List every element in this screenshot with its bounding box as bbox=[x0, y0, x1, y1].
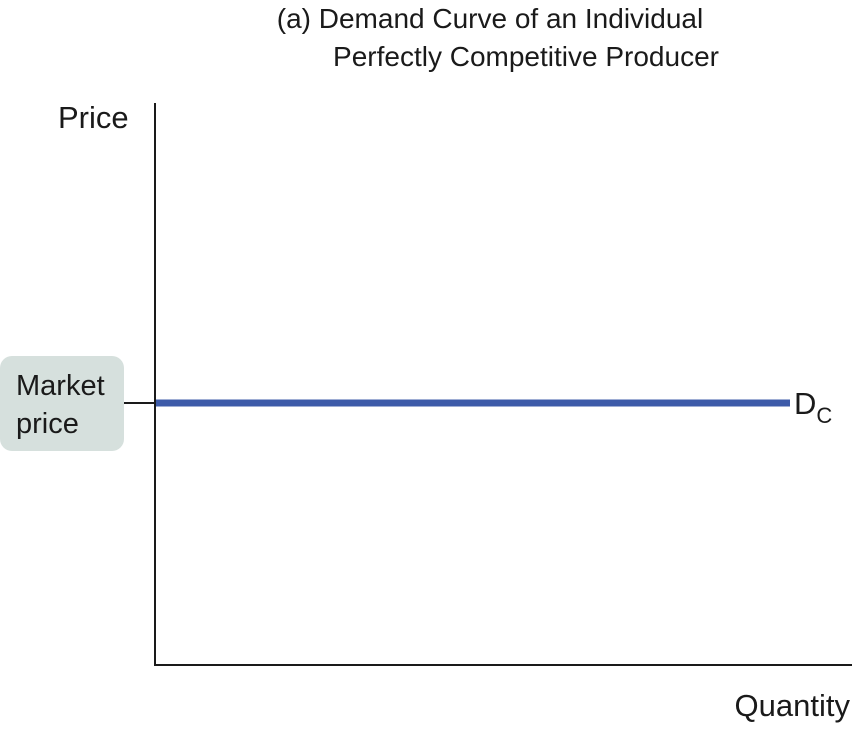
market-price-tick-label-line-2: price bbox=[16, 408, 79, 440]
x-axis-label: Quantity bbox=[735, 688, 851, 723]
demand-curve-label-main: D bbox=[794, 386, 816, 421]
y-axis-label: Price bbox=[58, 100, 129, 135]
demand-curve-label-sub: C bbox=[816, 403, 832, 428]
chart-title-line-1: (a) Demand Curve of an Individual bbox=[277, 3, 703, 34]
market-price-tick-box bbox=[0, 356, 124, 451]
chart-title-line-2: Perfectly Competitive Producer bbox=[333, 41, 719, 72]
demand-curve-label: DC bbox=[794, 386, 832, 428]
market-price-tick-label-line-1: Market bbox=[16, 370, 105, 402]
